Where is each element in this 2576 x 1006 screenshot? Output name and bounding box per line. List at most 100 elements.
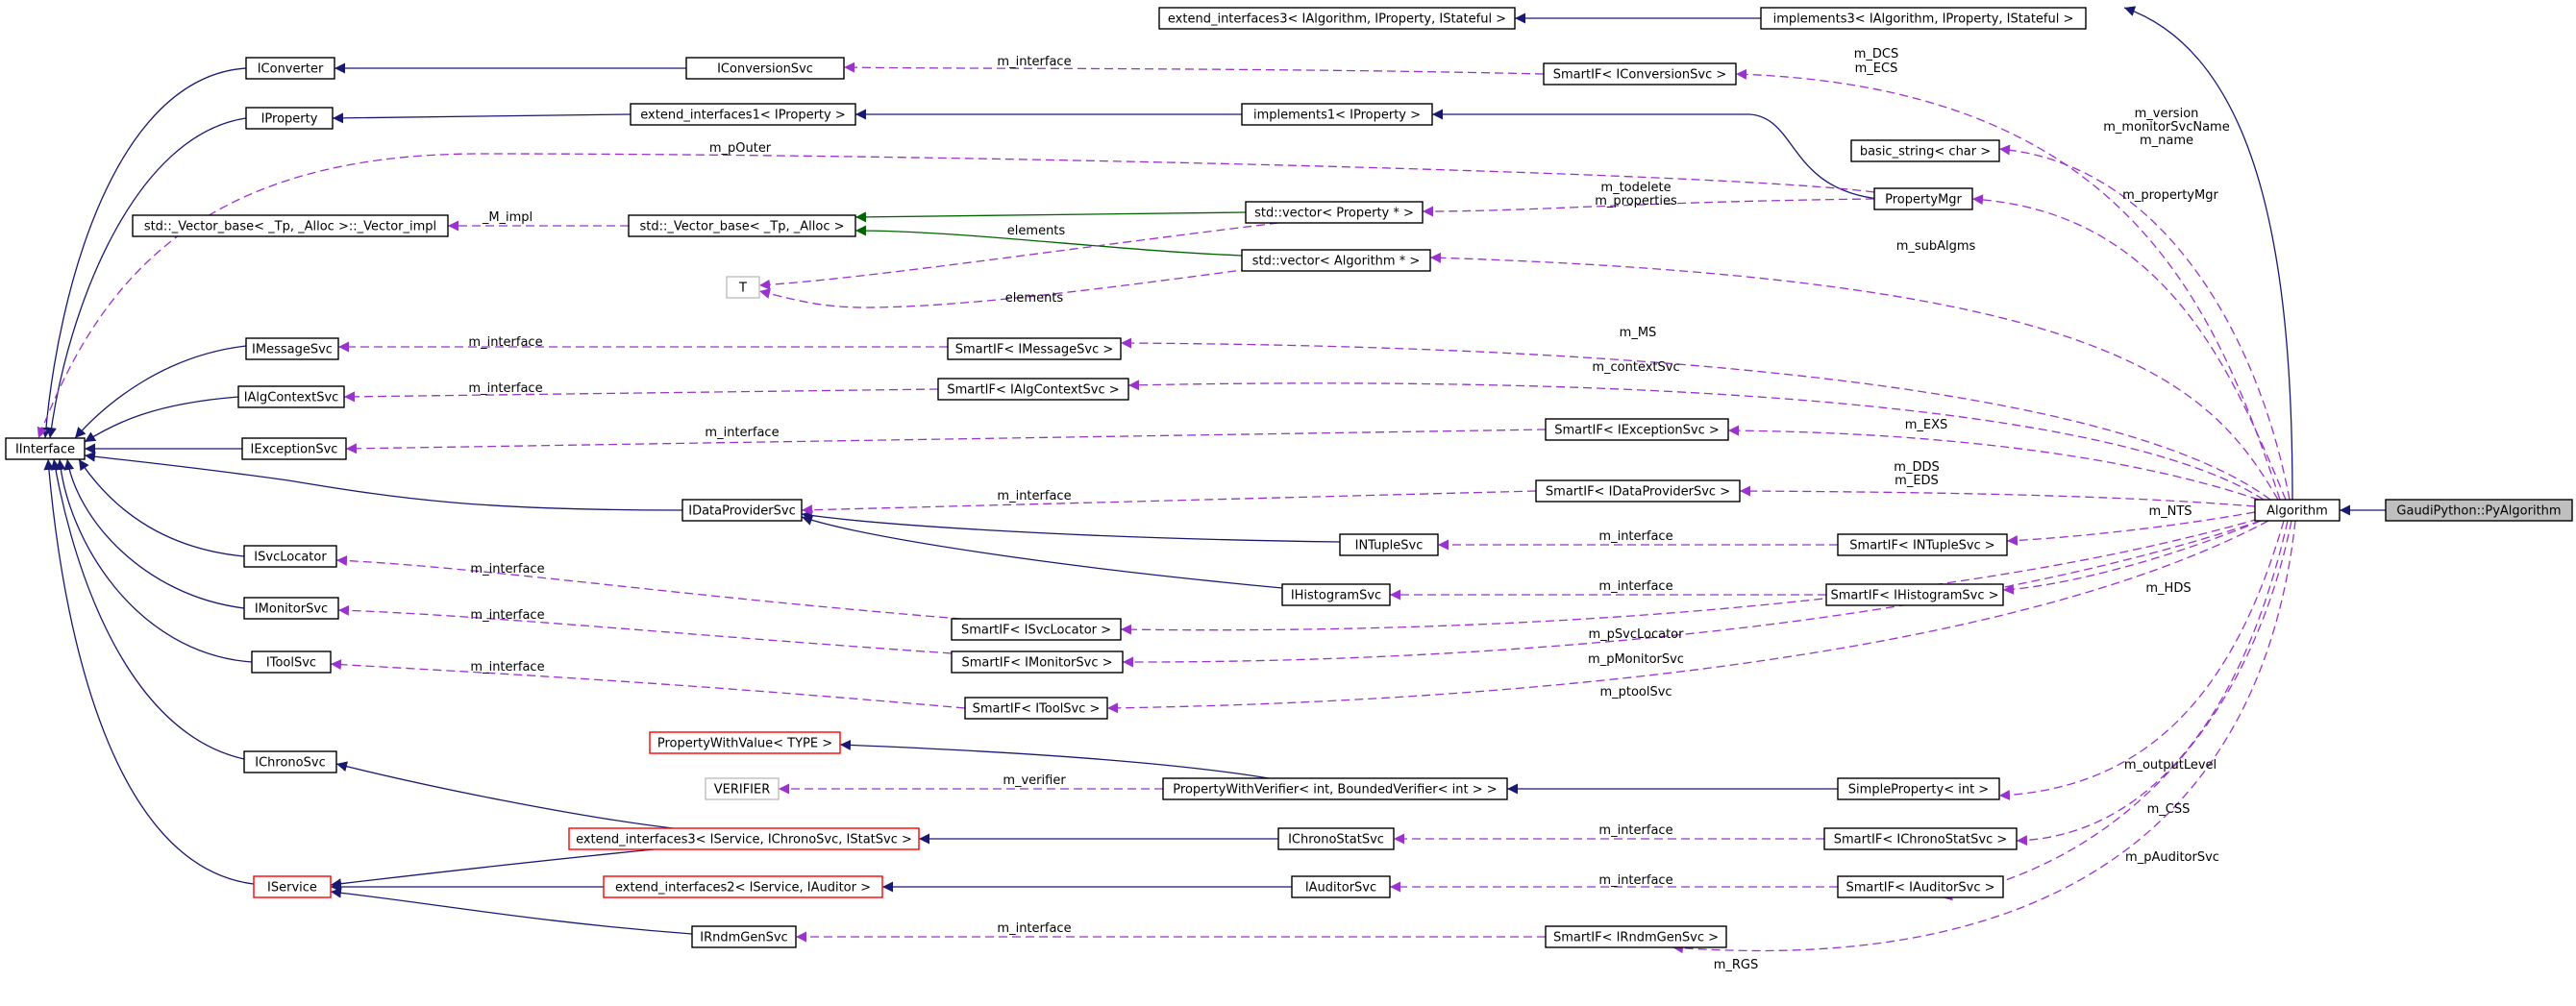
edge-label-m-interface: m_interface: [1598, 823, 1672, 838]
edge-extif1-iproperty: [332, 112, 632, 124]
edge-imsgsvc-iinterface: [74, 345, 247, 439]
node-sm-auditor[interactable]: SmartIF< IAuditorSvc >: [1837, 875, 2004, 898]
node-iproperty[interactable]: IProperty: [245, 107, 334, 130]
node-iservice[interactable]: IService: [253, 875, 332, 898]
node-label: ISvcLocator: [254, 551, 327, 565]
node-idpsvc[interactable]: IDataProviderSvc: [681, 499, 803, 522]
use-vecalg: [1429, 252, 2279, 501]
node-impl3[interactable]: implements3< IAlgorithm, IProperty, ISta…: [1760, 7, 2087, 30]
node-pwver[interactable]: PropertyWithVerifier< int, BoundedVerifi…: [1162, 777, 1508, 800]
node-label: SmartIF< IMonitorSvc >: [961, 656, 1112, 671]
node-ialgctx[interactable]: IAlgContextSvc: [237, 385, 345, 408]
node-box: [1245, 201, 1424, 224]
edge-ichrono-iinterface: [50, 458, 245, 760]
node-label: IMonitorSvc: [255, 602, 328, 617]
edge-ihisto-idpsvc: [801, 515, 1283, 589]
node-sm-ntuple[interactable]: SmartIF< INTupleSvc >: [1837, 533, 2008, 556]
node-box: [1837, 875, 2004, 898]
node-box: [1545, 418, 1729, 441]
node-extif3b[interactable]: extend_interfaces3< IService, IChronoSvc…: [568, 827, 920, 850]
node-label: SmartIF< IConversionSvc >: [1553, 68, 1727, 83]
node-imsgsvc[interactable]: IMessageSvc: [245, 337, 339, 360]
edge-label-m-dds: m_DDS: [1894, 460, 1939, 475]
node-box: [132, 214, 449, 237]
node-ichrono[interactable]: IChronoSvc: [243, 750, 337, 773]
node-iconvsvc[interactable]: IConversionSvc: [685, 57, 845, 80]
node-label: INTupleSvc: [1355, 539, 1424, 553]
node-box: [253, 875, 332, 898]
node-iinterface[interactable]: IInterface: [5, 437, 86, 460]
node-sm-dp[interactable]: SmartIF< IDataProviderSvc >: [1535, 479, 1741, 503]
node-label: IService: [267, 881, 317, 896]
node-bstring[interactable]: basic_string< char >: [1850, 139, 2000, 162]
node-sm-conv[interactable]: SmartIF< IConversionSvc >: [1543, 62, 1737, 86]
node-extif2[interactable]: extend_interfaces2< IService, IAuditor >: [603, 875, 883, 898]
node-vecimpl[interactable]: std::_Vector_base< _Tp, _Alloc >::_Vecto…: [132, 214, 449, 237]
node-pwv[interactable]: PropertyWithValue< TYPE >: [649, 731, 841, 754]
node-verifier[interactable]: VERIFIER: [705, 777, 780, 800]
node-sm-tool[interactable]: SmartIF< IToolSvc >: [964, 697, 1108, 720]
node-sm-chronostat[interactable]: SmartIF< IChronoStatSvc >: [1823, 827, 2018, 850]
use-T-1: [758, 222, 1279, 290]
node-label: PropertyWithVerifier< int, BoundedVerifi…: [1173, 783, 1497, 797]
edge-label-m-contextsvc: m_contextSvc: [1592, 360, 1679, 375]
edge-label-m-interface: m_interface: [705, 426, 779, 440]
node-box: [691, 925, 797, 948]
edge-label-m-dcs: m_DCS: [1854, 47, 1899, 61]
node-vecalg[interactable]: std::vector< Algorithm * >: [1241, 249, 1431, 272]
node-label: SmartIF< ISvcLocator >: [961, 624, 1111, 638]
node-ihisto[interactable]: IHistogramSvc: [1281, 583, 1391, 606]
node-sm-histo[interactable]: SmartIF< IHistogramSvc >: [1825, 583, 2004, 606]
node-label: SimpleProperty< int >: [1848, 783, 1989, 797]
use-iexcsvc: [345, 429, 1547, 454]
node-propmgr[interactable]: PropertyMgr: [1873, 187, 1973, 210]
node-iexcsvc[interactable]: IExceptionSvc: [241, 437, 347, 460]
node-ichronostat[interactable]: IChronoStatSvc: [1277, 827, 1395, 850]
node-sm-msg[interactable]: SmartIF< IMessageSvc >: [947, 337, 1122, 360]
node-vecbase[interactable]: std::_Vector_base< _Tp, _Alloc >: [628, 214, 856, 237]
edge-label-m-nts: m_NTS: [2148, 504, 2192, 519]
node-simpleprop[interactable]: SimpleProperty< int >: [1837, 777, 2000, 800]
node-sm-exc[interactable]: SmartIF< IExceptionSvc >: [1545, 418, 1729, 441]
edge-label-m-interface: m_interface: [997, 55, 1071, 69]
node-vecprop[interactable]: std::vector< Property * >: [1245, 201, 1424, 224]
node-box: [1535, 479, 1741, 503]
node-extif1[interactable]: extend_interfaces1< IProperty >: [630, 103, 856, 126]
node-box: [1281, 583, 1391, 606]
edge-itool-iinterface: [55, 458, 253, 663]
node-irndm[interactable]: IRndmGenSvc: [691, 925, 797, 948]
node-iauditor[interactable]: IAuditorSvc: [1291, 875, 1391, 898]
use-imon: [337, 604, 953, 654]
node-label: extend_interfaces3< IService, IChronoSvc…: [576, 833, 912, 847]
node-box: [685, 57, 845, 80]
node-itool[interactable]: IToolSvc: [251, 650, 332, 674]
node-sm-mon[interactable]: SmartIF< IMonitorSvc >: [951, 650, 1124, 674]
node-label: std::_Vector_base< _Tp, _Alloc >::_Vecto…: [144, 220, 436, 234]
node-label: IProperty: [261, 112, 318, 127]
node-box: [964, 697, 1108, 720]
node-box: [1162, 777, 1508, 800]
node-box: [1850, 139, 2000, 162]
node-box: [243, 750, 337, 773]
node-sm-rndm[interactable]: SmartIF< IRndmGenSvc >: [1545, 925, 1727, 948]
edge-label-m-ecs: m_ECS: [1855, 61, 1898, 76]
node-box: [649, 731, 841, 754]
edge-extif3b-ichrono: [335, 761, 674, 829]
node-sm-svcloc[interactable]: SmartIF< ISvcLocator >: [951, 618, 1122, 641]
node-isvcloc[interactable]: ISvcLocator: [243, 545, 337, 568]
node-alg[interactable]: Algorithm: [2254, 499, 2341, 522]
node-label: SmartIF< INTupleSvc >: [1849, 539, 1994, 553]
node-intuple[interactable]: INTupleSvc: [1339, 533, 1439, 556]
node-imon[interactable]: IMonitorSvc: [243, 597, 339, 620]
use-sm_rndm: [1672, 520, 2296, 954]
edge-label-m-ms: m_MS: [1620, 326, 1657, 340]
node-label: IDataProviderSvc: [688, 504, 796, 519]
node-pyalg: GaudiPython::PyAlgorithm: [2385, 499, 2573, 522]
node-extif3a[interactable]: extend_interfaces3< IAlgorithm, IPropert…: [1158, 7, 1516, 30]
node-impl1[interactable]: implements1< IProperty >: [1241, 103, 1433, 126]
node-T[interactable]: T: [726, 276, 760, 299]
node-box: [1339, 533, 1439, 556]
node-iconverter[interactable]: IConverter: [245, 57, 335, 80]
node-box: [251, 650, 332, 674]
node-sm-algctx[interactable]: SmartIF< IAlgContextSvc >: [937, 378, 1129, 401]
